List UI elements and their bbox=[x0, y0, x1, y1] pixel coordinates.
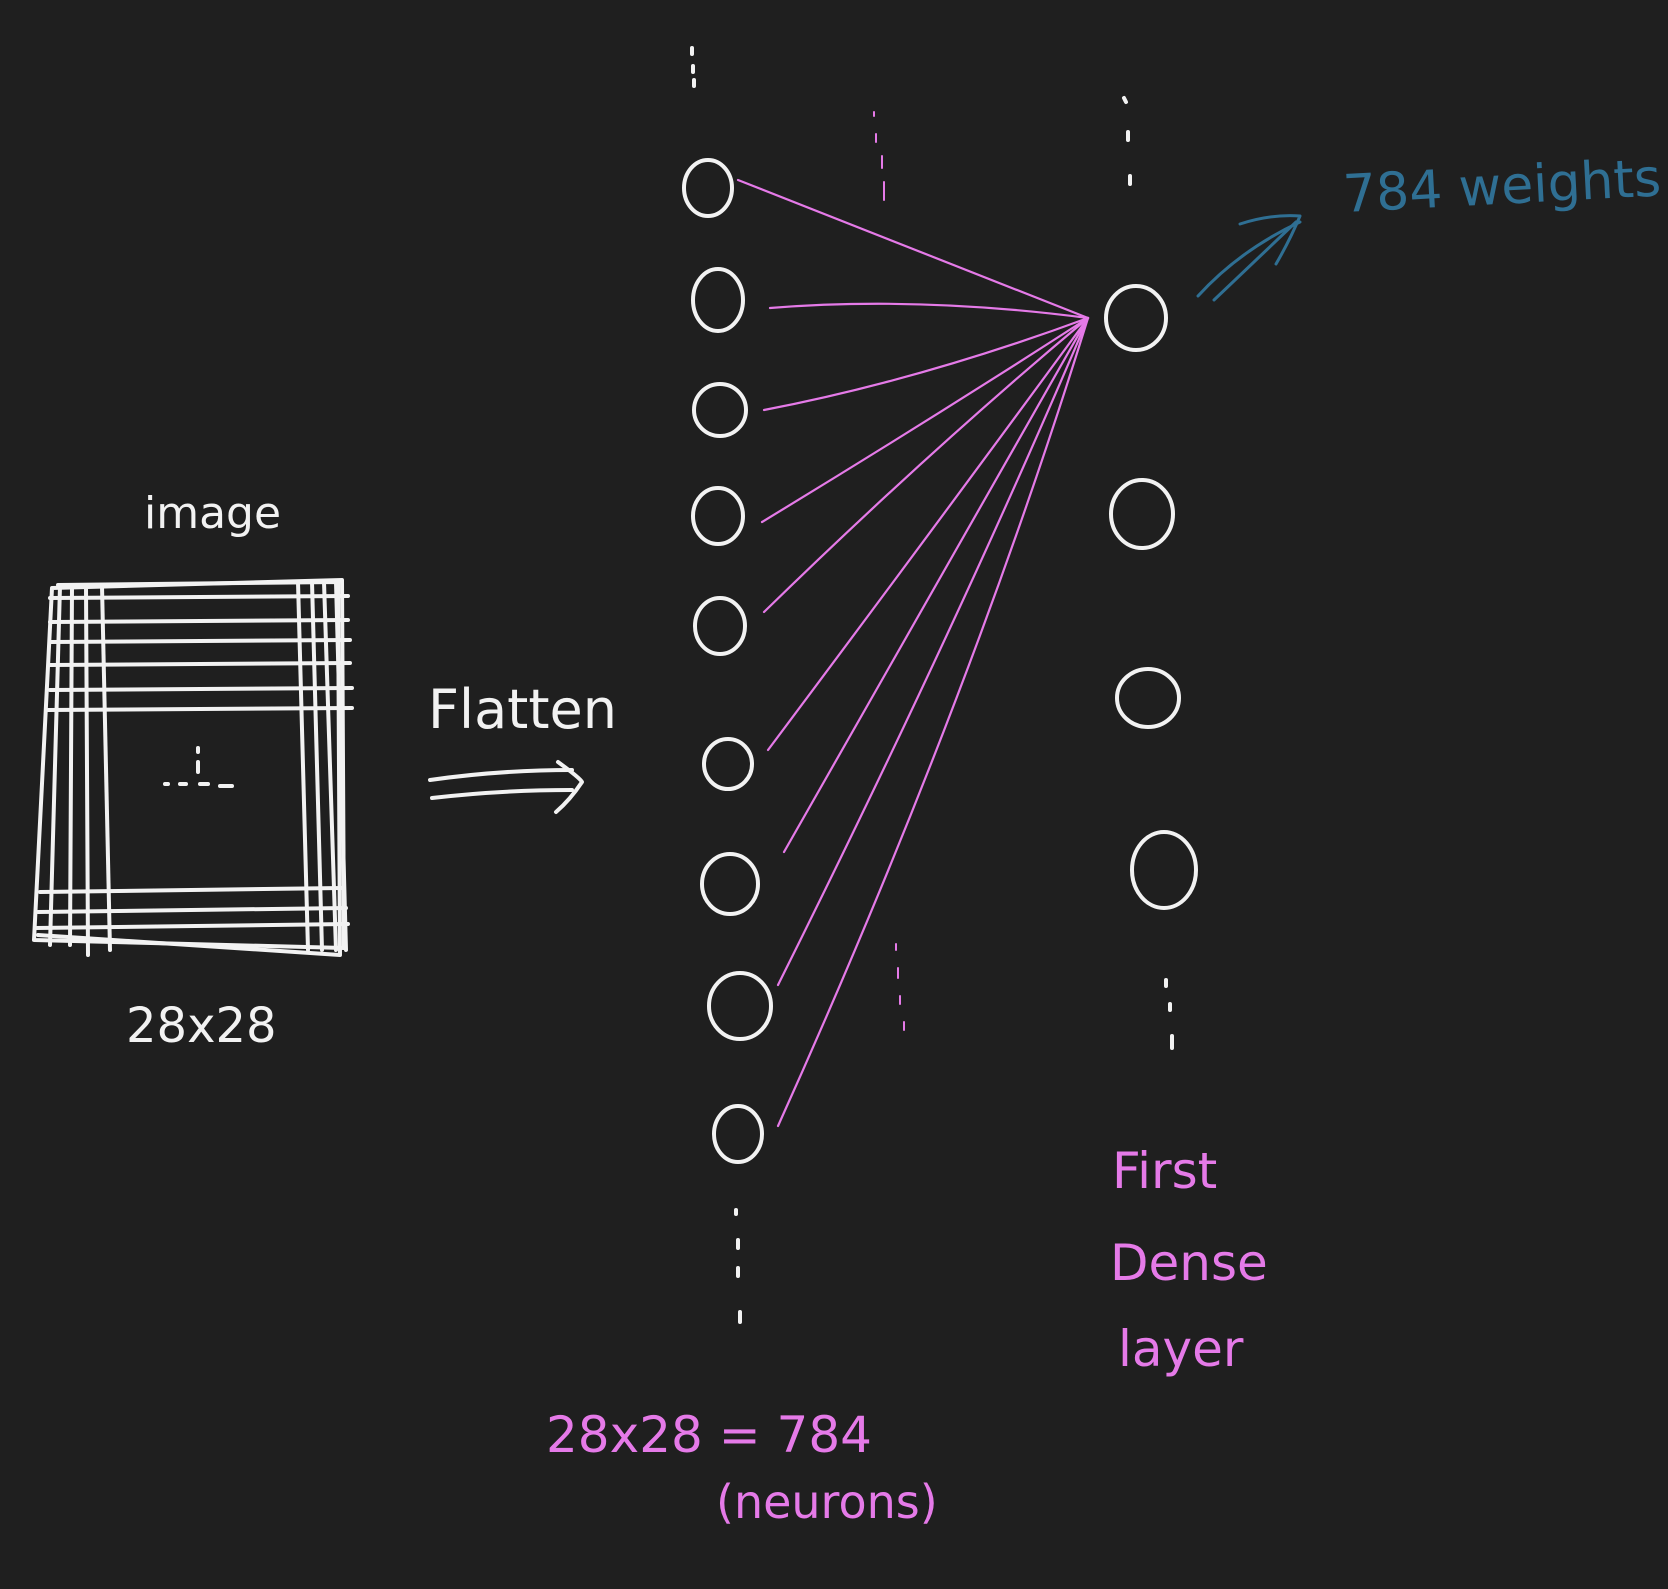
input-neuron bbox=[693, 596, 747, 656]
dense-layer-ellipsis-bottom bbox=[1164, 978, 1174, 1050]
input-neuron bbox=[702, 737, 754, 791]
input-neuron bbox=[691, 486, 745, 546]
image-label: image bbox=[144, 488, 281, 539]
connection-ellipsis bbox=[873, 111, 905, 1031]
dense-label-line2: Dense bbox=[1110, 1234, 1268, 1292]
dense-neuron bbox=[1115, 667, 1181, 729]
dense-layer-ellipsis-top bbox=[1122, 96, 1132, 186]
weights-arrow bbox=[1196, 214, 1302, 302]
dense-neuron-first bbox=[1104, 284, 1168, 352]
input-layer-ellipsis-bottom bbox=[734, 1208, 742, 1324]
input-unit-label: (neurons) bbox=[716, 1475, 938, 1529]
input-neuron bbox=[691, 267, 745, 333]
input-neuron bbox=[700, 852, 760, 916]
dense-neuron bbox=[1130, 830, 1198, 910]
input-layer-ellipsis-top bbox=[690, 46, 696, 88]
input-neuron bbox=[692, 382, 748, 438]
weights-label: 784 weights bbox=[1342, 148, 1663, 225]
weight-connections bbox=[736, 178, 1090, 1128]
input-neuron bbox=[712, 1104, 764, 1164]
input-count-label: 28x28 = 784 bbox=[546, 1406, 872, 1464]
input-layer bbox=[682, 158, 773, 1164]
dense-label-line3: layer bbox=[1118, 1320, 1244, 1378]
input-neuron bbox=[707, 971, 773, 1041]
dense-layer bbox=[1104, 284, 1198, 910]
flatten-label: Flatten bbox=[428, 678, 617, 741]
dense-neuron bbox=[1109, 478, 1175, 550]
image-size-label: 28x28 bbox=[126, 998, 277, 1054]
dense-label-line1: First bbox=[1112, 1142, 1217, 1200]
image-grid bbox=[32, 578, 354, 957]
input-neuron bbox=[682, 158, 734, 218]
flatten-arrow bbox=[428, 760, 584, 814]
